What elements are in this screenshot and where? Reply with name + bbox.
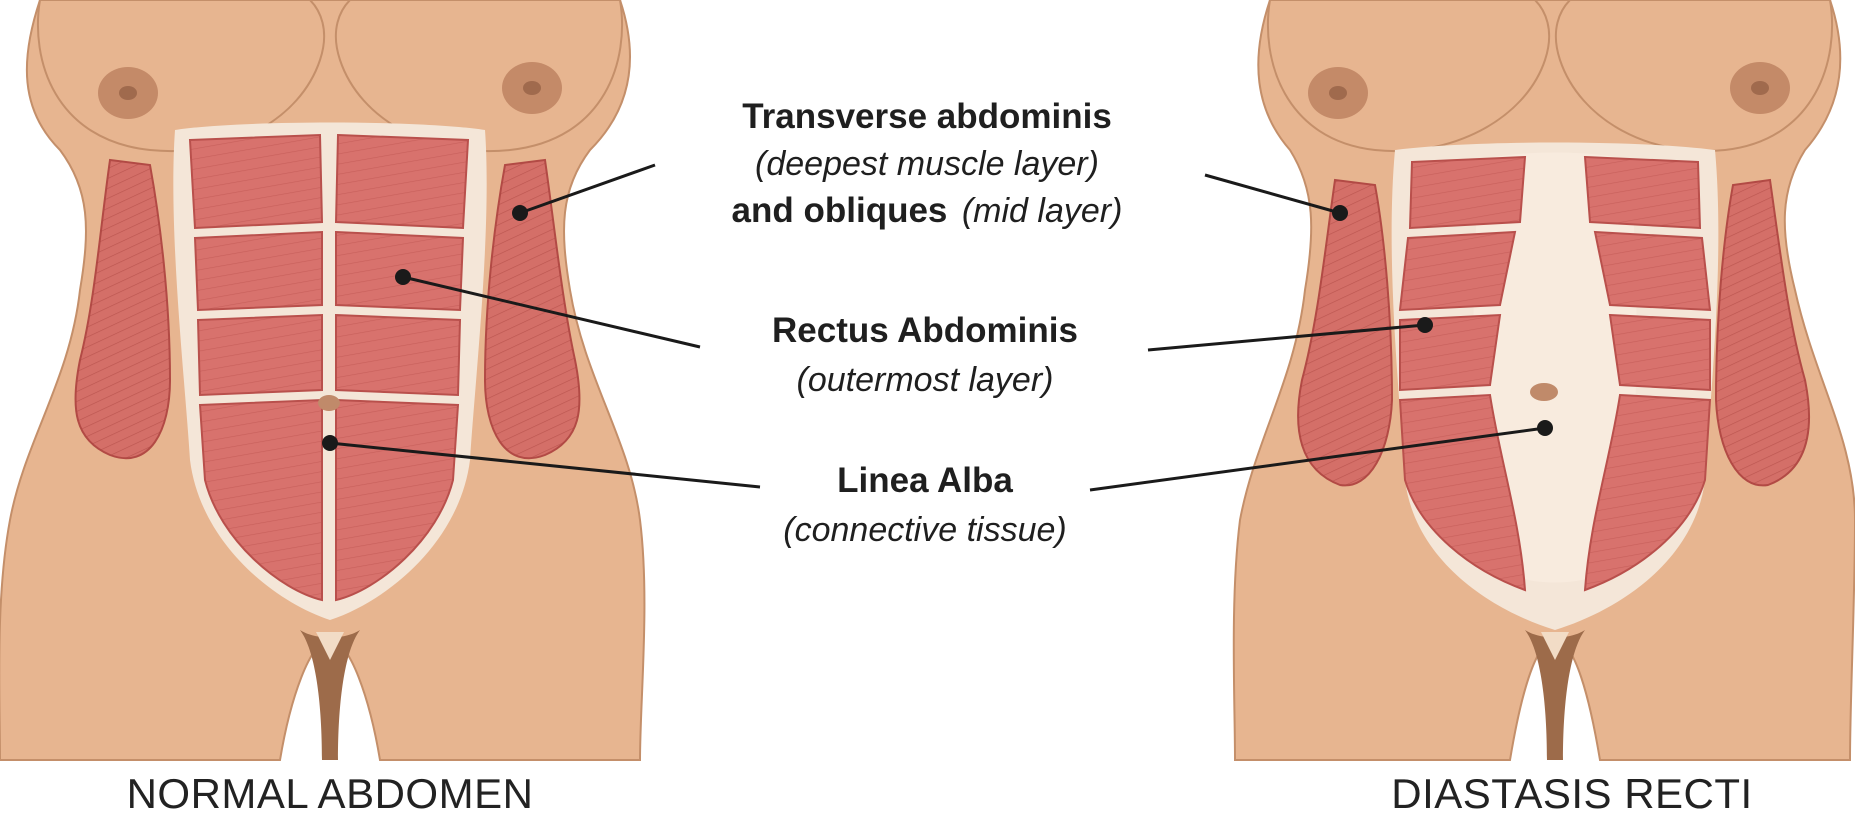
label-transverse-title: Transverse abdominis — [742, 97, 1112, 136]
normal-abdomen-figure — [0, 0, 644, 760]
label-transverse-subtitle: (deepest muscle layer) — [755, 145, 1099, 183]
label-linea-title: Linea Alba — [837, 461, 1013, 500]
label-rectus-subtitle: (outermost layer) — [797, 361, 1054, 399]
label-obliques-italic: (mid layer) — [962, 192, 1123, 230]
diastasis-navel — [1530, 383, 1558, 401]
normal-left-nipple — [119, 86, 137, 100]
diastasis-right-nipple — [1751, 81, 1769, 95]
label-obliques-bold: and obliques — [732, 191, 948, 230]
normal-navel — [318, 395, 340, 411]
label-rectus-title: Rectus Abdominis — [772, 311, 1078, 350]
caption-normal-abdomen: NORMAL ABDOMEN — [127, 770, 534, 817]
label-rectus-abdominis: Rectus Abdominis (outermost layer) — [772, 311, 1078, 399]
label-transverse-abdominis: Transverse abdominis (deepest muscle lay… — [732, 97, 1123, 230]
diastasis-recti-figure — [1234, 0, 1855, 760]
normal-right-nipple — [523, 81, 541, 95]
label-obliques: and obliques (mid layer) — [732, 191, 1123, 230]
label-linea-alba: Linea Alba (connective tissue) — [783, 461, 1066, 549]
diastasis-left-nipple — [1329, 86, 1347, 100]
caption-diastasis-recti: DIASTASIS RECTI — [1391, 770, 1752, 817]
label-linea-subtitle: (connective tissue) — [783, 511, 1066, 549]
